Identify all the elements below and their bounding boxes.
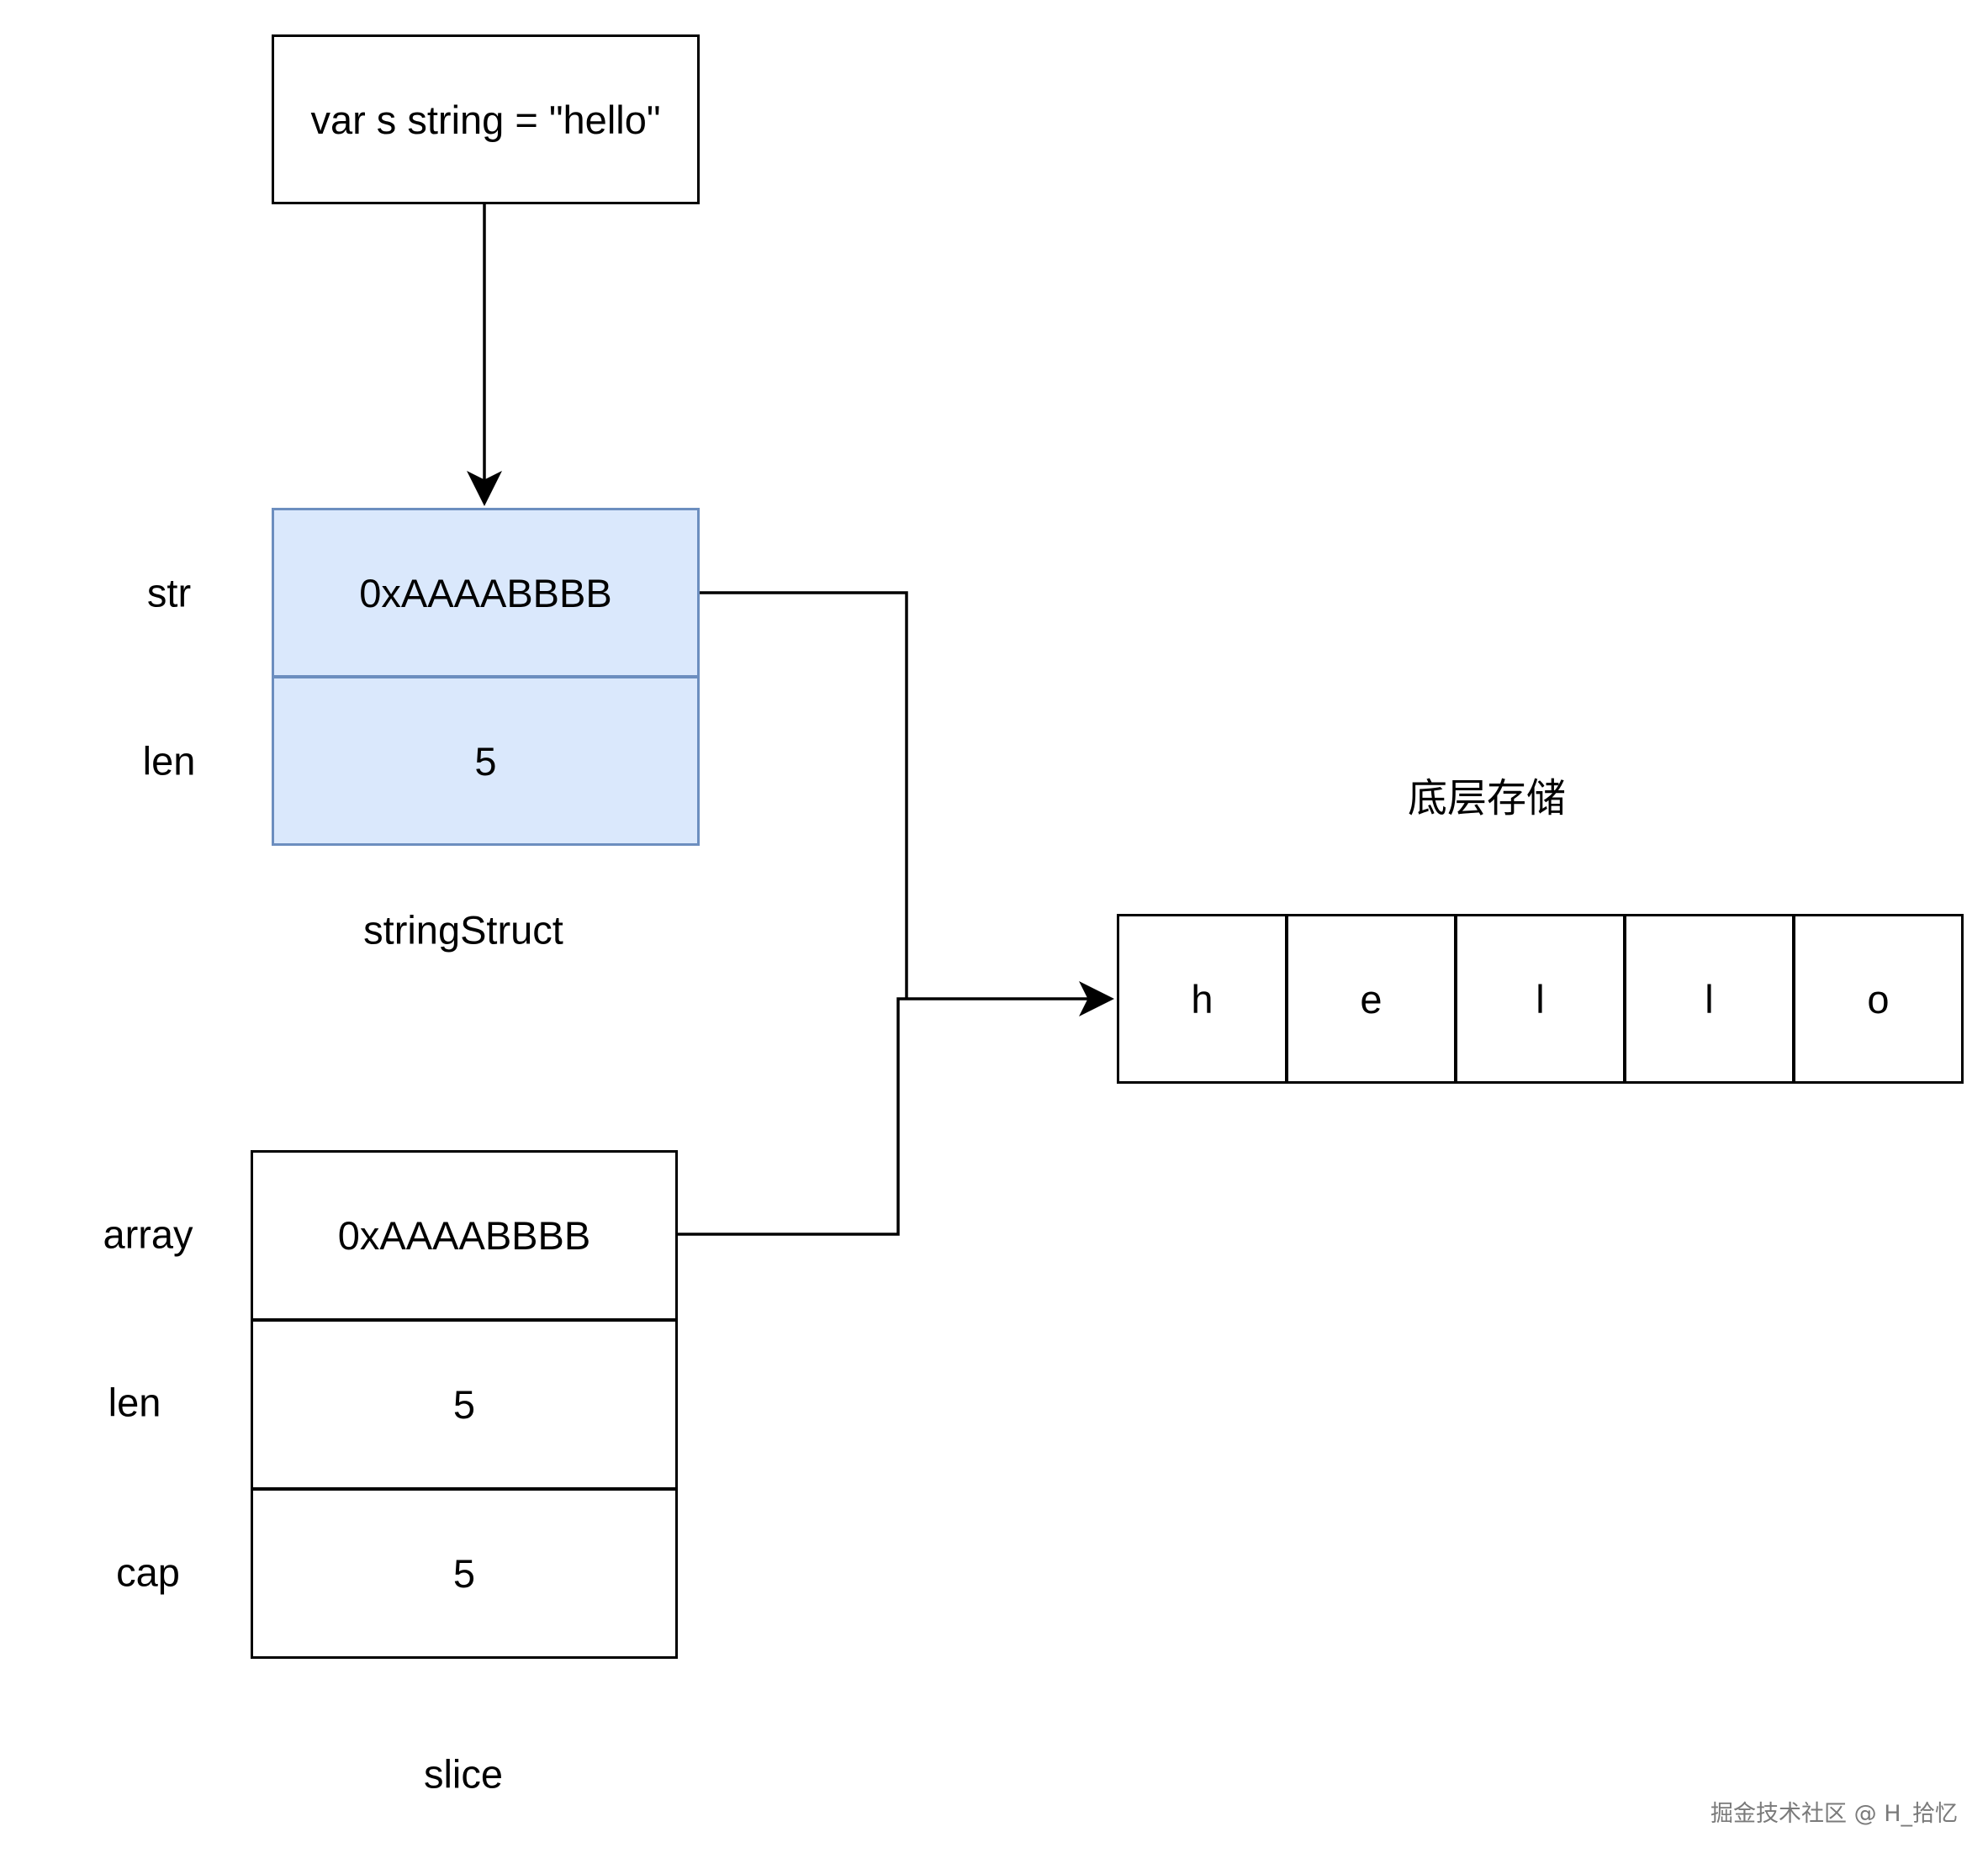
storage-char: o bbox=[1867, 976, 1890, 1022]
cap-label: cap bbox=[116, 1549, 180, 1595]
storage-char: l bbox=[1536, 976, 1545, 1022]
storage-char: e bbox=[1360, 976, 1383, 1022]
len-value: 5 bbox=[474, 738, 497, 784]
str-label: str bbox=[146, 570, 192, 615]
slice-cap-value: 5 bbox=[452, 1551, 476, 1596]
string-struct-caption: stringStruct bbox=[363, 907, 563, 953]
string-struct-box: 0xAAAABBBB 5 bbox=[272, 508, 700, 846]
string-struct-str-cell: 0xAAAABBBB bbox=[272, 508, 700, 678]
storage-char: l bbox=[1705, 976, 1714, 1022]
array-label: array bbox=[103, 1212, 193, 1257]
storage-cell: h bbox=[1117, 914, 1287, 1084]
slice-len-cell: 5 bbox=[251, 1319, 678, 1490]
slice-cap-cell: 5 bbox=[251, 1488, 678, 1659]
watermark: 掘金技术社区 @ H_拾忆 bbox=[1710, 1801, 1958, 1827]
str-pointer-connector bbox=[700, 591, 908, 999]
declaration-text: var s string = "hello" bbox=[310, 97, 661, 142]
declaration-box: var s string = "hello" bbox=[272, 34, 700, 204]
len-label: len bbox=[142, 738, 196, 784]
str-value: 0xAAAABBBB bbox=[359, 570, 612, 615]
storage-cell: l bbox=[1455, 914, 1626, 1084]
string-struct-len-cell: 5 bbox=[272, 676, 700, 846]
array-value: 0xAAAABBBB bbox=[337, 1213, 591, 1258]
storage-title: 底层存储 bbox=[1408, 775, 1566, 821]
array-pointer-arrow bbox=[678, 981, 1114, 1236]
slice-caption: slice bbox=[423, 1751, 504, 1797]
slice-box: 0xAAAABBBB 5 5 bbox=[251, 1150, 678, 1659]
storage-char: h bbox=[1191, 976, 1213, 1022]
storage-cell: o bbox=[1793, 914, 1964, 1084]
slice-len-value: 5 bbox=[452, 1382, 476, 1427]
slice-array-cell: 0xAAAABBBB bbox=[251, 1150, 678, 1321]
storage-cell: e bbox=[1286, 914, 1457, 1084]
storage-cell: l bbox=[1624, 914, 1795, 1084]
storage-array: h e l l o bbox=[1117, 914, 1964, 1084]
slice-len-label: len bbox=[108, 1380, 161, 1425]
